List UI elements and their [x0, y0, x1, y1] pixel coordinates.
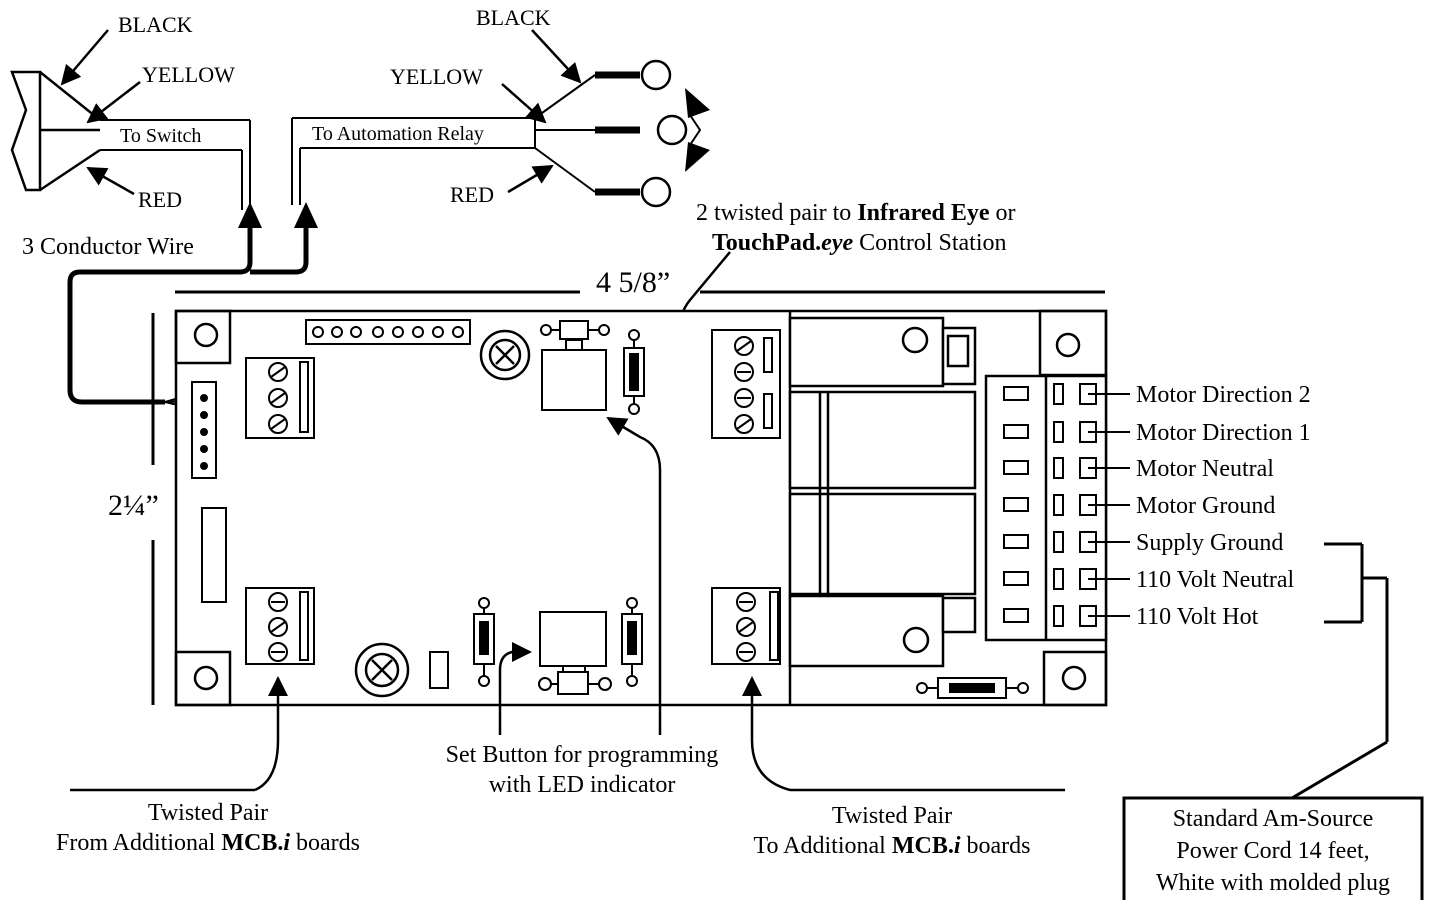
- resistor-icon: [623, 329, 645, 415]
- relay-red-arrow: [507, 164, 554, 194]
- terminal-block-ir: [711, 329, 781, 439]
- to-switch-label: To Switch: [120, 125, 201, 147]
- infrared-eye-label: 2 twisted pair to Infrared Eye or: [696, 200, 1016, 226]
- twisted-to-line1: Twisted Pair: [832, 803, 952, 829]
- switch-black-arrow: [60, 29, 109, 86]
- switch-yellow-arrow: [86, 81, 141, 124]
- twisted-to-line2: To Additional MCB.i boards: [754, 833, 1031, 859]
- terminal-row: Supply Ground: [1003, 530, 1283, 556]
- twisted-from-arrow: [254, 676, 288, 792]
- set-button-line2: with LED indicator: [489, 772, 676, 798]
- relay-black-arrow: [531, 29, 582, 84]
- resistor-icon: [621, 597, 643, 687]
- power-cord-line1: Standard Am-Source: [1173, 806, 1374, 832]
- screw-icon: [479, 329, 531, 381]
- terminal-row: 110 Volt Hot: [1003, 604, 1259, 630]
- terminal-row: Motor Direction 1: [1003, 420, 1311, 446]
- height-dimension-label: 2¼”: [108, 489, 159, 522]
- relay-yellow-arrow: [501, 83, 547, 124]
- twisted-to-arrow: [742, 676, 791, 792]
- header-pin-strip: [305, 319, 471, 345]
- terminal-label: Motor Neutral: [1136, 456, 1274, 482]
- set-button-line1: Set Button for programming: [446, 742, 719, 768]
- terminal-label: Motor Direction 1: [1136, 420, 1311, 446]
- relay-block: [788, 316, 977, 668]
- power-cord-box: [1122, 796, 1424, 900]
- resistor-icon: [473, 597, 495, 687]
- power-cord-line2: Power Cord 14 feet,: [1176, 838, 1369, 864]
- three-conductor-wire: [67, 222, 309, 405]
- resistor-icon: [916, 677, 1029, 699]
- terminal-rows: Motor Direction 2 Motor Direction 1 Motor …: [1003, 382, 1311, 630]
- twisted-from-line2: From Additional MCB.i boards: [56, 830, 360, 856]
- terminal-block-twisted-from: [245, 587, 315, 665]
- set-button-arrow: [498, 642, 532, 735]
- terminal-row: Motor Direction 2: [1003, 382, 1311, 408]
- wire-arrowhead-left: [238, 202, 262, 228]
- switch-icon: [10, 70, 101, 192]
- switch-wire-box: [100, 119, 251, 210]
- terminal-label: Motor Direction 2: [1136, 382, 1311, 408]
- screw-icon: [354, 642, 410, 698]
- relay-terminal-icons: [595, 59, 710, 208]
- terminal-row: Motor Neutral: [1003, 456, 1274, 482]
- terminal-block-twisted-to: [711, 587, 781, 665]
- relay-red-label: RED: [450, 182, 494, 207]
- three-conductor-wire-label: 3 Conductor Wire: [22, 234, 194, 260]
- switch-yellow-label: YELLOW: [142, 62, 235, 87]
- relay-black-label: BLACK: [476, 5, 551, 30]
- terminal-row: 110 Volt Neutral: [1003, 567, 1295, 593]
- power-cord-bracket: [1291, 542, 1389, 800]
- switch-red-arrow: [86, 166, 135, 196]
- left-connector-strip: [191, 381, 227, 603]
- relay-yellow-label: YELLOW: [390, 64, 483, 89]
- terminal-label: 110 Volt Neutral: [1136, 567, 1295, 593]
- twisted-from-line1: Twisted Pair: [148, 800, 268, 826]
- set-button: [538, 611, 612, 695]
- to-automation-relay-label: To Automation Relay: [312, 123, 484, 145]
- switch-black-label: BLACK: [118, 12, 193, 37]
- led-arrow: [606, 416, 662, 735]
- switch-red-label: RED: [138, 187, 182, 212]
- width-dimension-label: 4 5/8”: [596, 266, 670, 299]
- led-indicator: [540, 320, 610, 411]
- terminal-label: Supply Ground: [1136, 530, 1283, 556]
- terminal-label: Motor Ground: [1136, 493, 1275, 519]
- terminal-label: 110 Volt Hot: [1136, 604, 1259, 630]
- terminal-row: Motor Ground: [1003, 493, 1275, 519]
- terminal-block-switch: [245, 357, 315, 439]
- wire-arrowhead-right: [294, 202, 318, 228]
- touchpad-eye-label: TouchPad.eye Control Station: [712, 230, 1006, 256]
- power-cord-line3: White with molded plug: [1156, 870, 1390, 896]
- small-component: [429, 651, 449, 689]
